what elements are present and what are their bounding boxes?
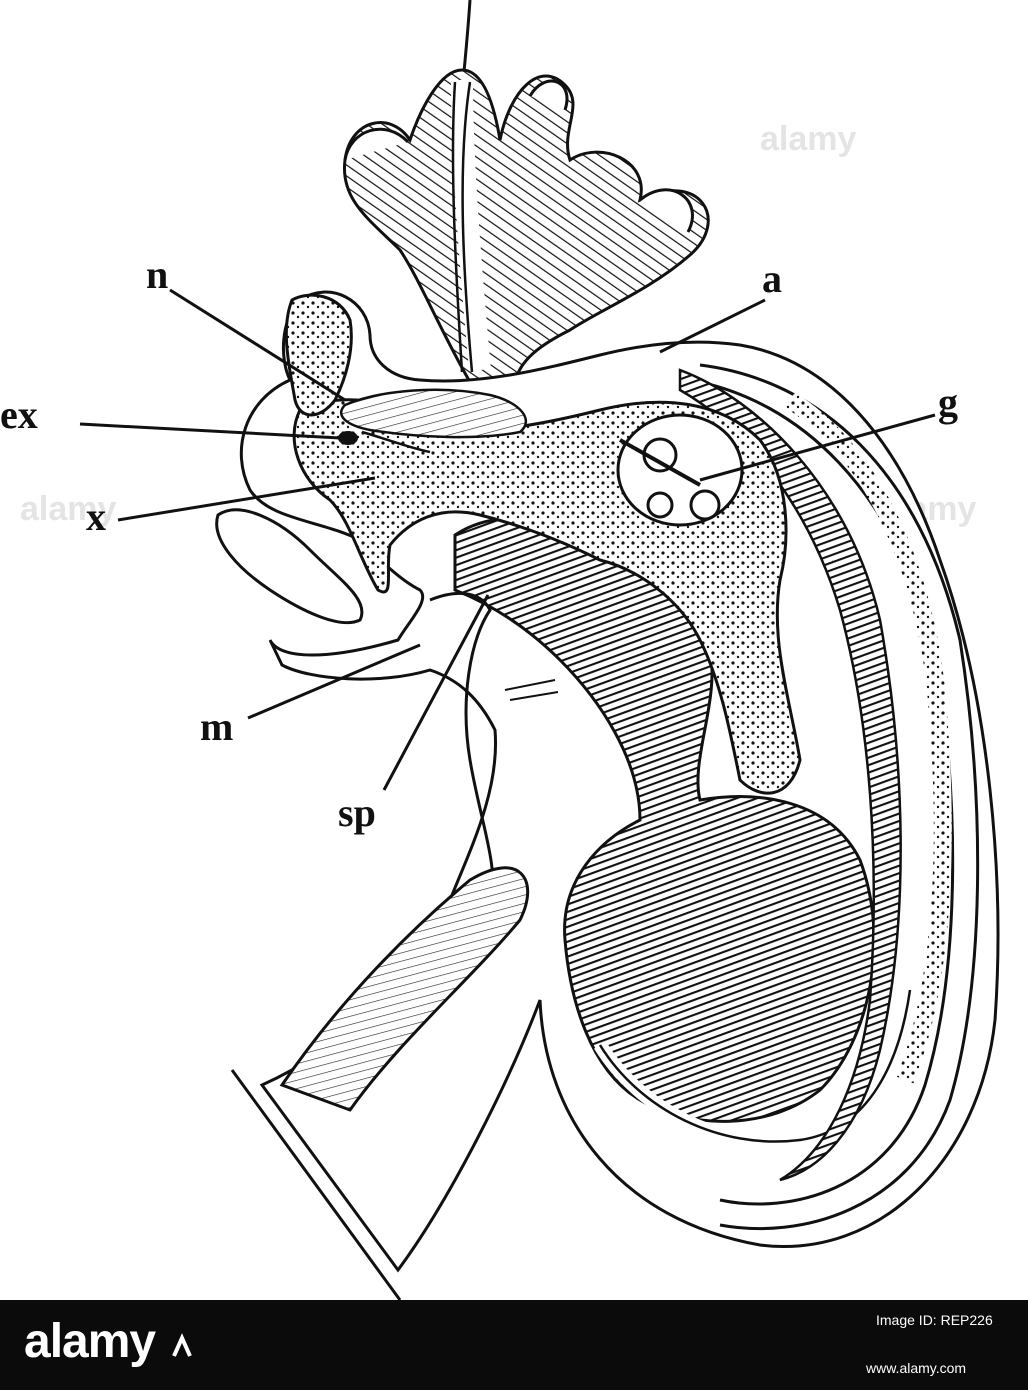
excretory-duct — [361, 430, 431, 454]
label-g: g — [938, 380, 958, 425]
leader-a — [659, 298, 766, 354]
leader-sp — [382, 594, 490, 791]
site-url: www.alamy.com — [866, 1360, 967, 1376]
branchial-plume — [342, 68, 710, 384]
gonad-stroke — [619, 438, 701, 487]
gonad-cell — [646, 491, 674, 519]
gonad-cell — [689, 489, 721, 521]
mantle-layer — [699, 363, 980, 1231]
watermark: alamy — [760, 120, 856, 158]
tentacle — [284, 293, 353, 417]
mouth-canal — [429, 591, 495, 901]
nerve-ganglion — [339, 388, 527, 439]
leader-g — [699, 413, 936, 482]
anatomical-diagram: alamy alamy alamy alamy — [0, 0, 1000, 1300]
leader-x — [117, 476, 376, 522]
leader-ex — [79, 422, 341, 440]
mantle-dotted-band — [785, 392, 952, 1084]
label-a: a — [762, 256, 782, 301]
gonad-oval — [616, 413, 744, 527]
leader-n — [169, 288, 346, 402]
alamy-mark-icon — [172, 1333, 192, 1357]
dark-band — [678, 368, 902, 1182]
label-n: n — [146, 252, 168, 297]
leader-m — [247, 643, 421, 720]
label-x: x — [86, 494, 106, 539]
diagram-svg: alamy alamy alamy alamy — [0, 0, 1000, 1300]
label-sp: sp — [338, 790, 376, 835]
alamy-logo: alamy — [24, 1315, 156, 1368]
label-m: m — [200, 704, 233, 749]
top-lead-line — [462, 0, 472, 73]
watermark: alamy — [20, 490, 116, 528]
foot-column — [279, 866, 530, 1112]
watermark-footer: alamy Image ID: REP226 www.alamy.com — [0, 1300, 1028, 1390]
mantle-layer — [689, 378, 955, 1206]
intestine-loop-outline — [598, 989, 912, 1143]
lower-lobe — [215, 508, 364, 625]
excretory-organ — [338, 431, 358, 445]
septum-lines — [504, 679, 559, 701]
image-id: Image ID: REP226 — [876, 1312, 993, 1328]
lower-lead-line — [230, 1069, 402, 1300]
label-ex: ex — [0, 392, 38, 437]
